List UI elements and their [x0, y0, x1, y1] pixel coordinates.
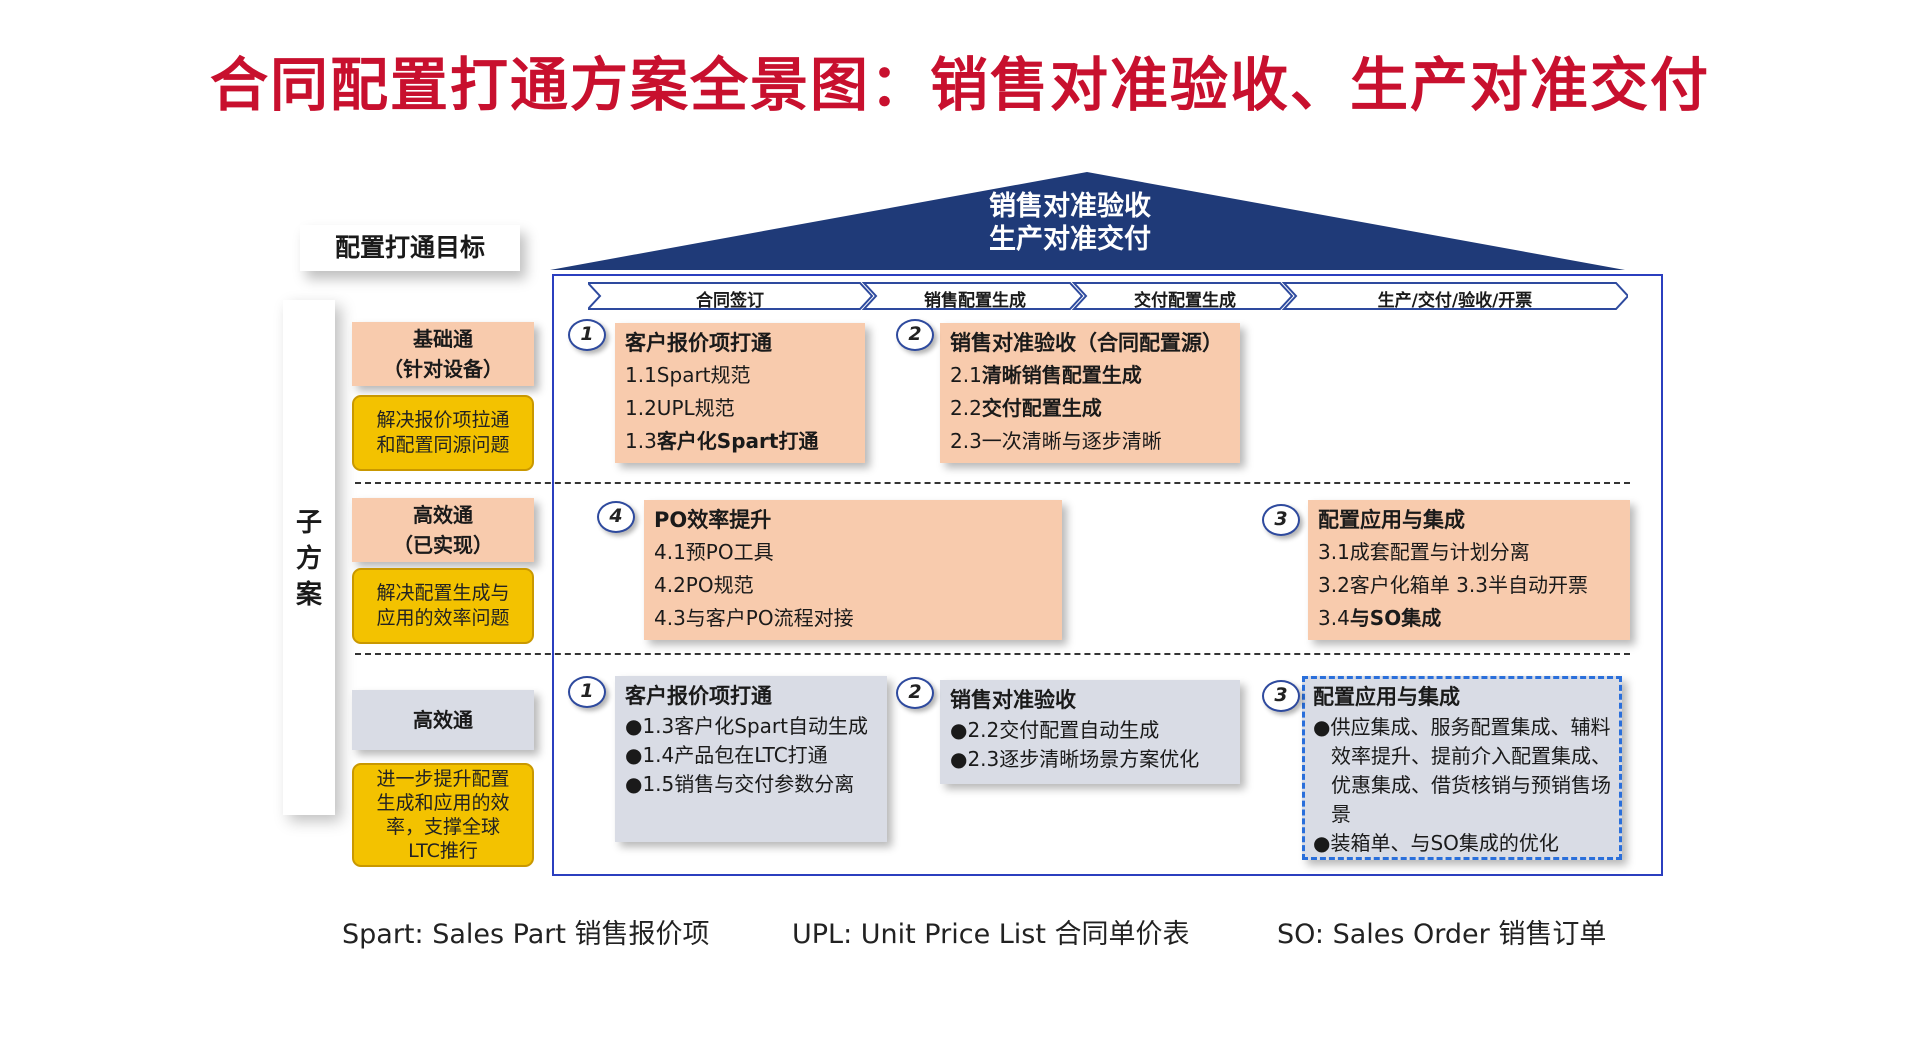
- card-title: 配置应用与集成: [1313, 685, 1460, 709]
- line-bold: 与SO集成: [1349, 606, 1442, 630]
- card-bullet: ●1.4产品包在LTC打通: [625, 743, 828, 767]
- goal-name-line: 高效通: [413, 708, 473, 732]
- footnote-so: SO: Sales Order 销售订单: [1277, 919, 1607, 950]
- goal-desc-line: 解决配置生成与: [376, 582, 510, 604]
- card-row3-quote-items: 客户报价项打通 ●1.3客户化Spart自动生成 ●1.4产品包在LTC打通 ●…: [615, 676, 887, 842]
- line-prefix: 2.2: [950, 396, 982, 420]
- roof-line-1: 销售对准验收: [989, 191, 1151, 222]
- goal-desc-line: LTC推行: [408, 840, 478, 862]
- footnote-upl: UPL: Unit Price List 合同单价表: [792, 919, 1190, 950]
- step-number-badge: 1: [568, 319, 606, 351]
- row-divider: [355, 482, 1630, 484]
- goal-desc-line: 和配置同源问题: [376, 434, 510, 456]
- side-label-char: 子: [295, 508, 322, 538]
- roof-text: 销售对准验收 生产对准交付: [880, 190, 1260, 256]
- card-bullet: ●供应集成、服务配置集成、辅料效率提升、提前介入配置集成、优惠集成、借货核销与预…: [1313, 715, 1611, 826]
- phase-chevrons: [588, 282, 1628, 310]
- goal-desc-line: 生成和应用的效: [376, 792, 510, 814]
- goal-row2-name: 高效通 （已实现）: [352, 498, 534, 562]
- card-row3-config-integration: 配置应用与集成 ●供应集成、服务配置集成、辅料效率提升、提前介入配置集成、优惠集…: [1302, 676, 1622, 860]
- card-line: 4.3与客户PO流程对接: [654, 606, 854, 630]
- card-title: 销售对准验收（合同配置源）: [950, 331, 1223, 355]
- card-line: 3.1成套配置与计划分离: [1318, 540, 1530, 564]
- side-strip: [283, 300, 335, 815]
- side-label-char: 案: [295, 580, 322, 610]
- card-bullet: ●装箱单、与SO集成的优化: [1313, 831, 1559, 855]
- card-line: 1.2UPL规范: [625, 396, 735, 420]
- card-line: 2.1清晰销售配置生成: [950, 359, 1230, 392]
- roof-line-2: 生产对准交付: [989, 224, 1151, 255]
- goal-name-line: （针对设备）: [383, 357, 503, 381]
- card-line: 4.2PO规范: [654, 573, 754, 597]
- card-row2-config-integration: 配置应用与集成 3.1成套配置与计划分离 3.2客户化箱单 3.3半自动开票 3…: [1308, 500, 1630, 640]
- side-label: 子 方 案: [283, 505, 335, 613]
- card-bullet: ●2.2交付配置自动生成: [950, 718, 1160, 742]
- card-line: 3.4与SO集成: [1318, 602, 1620, 635]
- goal-name-line: （已实现）: [393, 533, 493, 557]
- side-label-char: 方: [295, 544, 322, 574]
- line-prefix: 2.1: [950, 363, 982, 387]
- step-number-badge: 4: [597, 501, 635, 533]
- card-line: 4.1预PO工具: [654, 540, 774, 564]
- card-title: PO效率提升: [654, 508, 772, 532]
- card-row1-quote-items: 客户报价项打通 1.1Spart规范 1.2UPL规范 1.3客户化Spart打…: [615, 323, 865, 463]
- card-row3-sales-acceptance: 销售对准验收 ●2.2交付配置自动生成 ●2.3逐步清晰场景方案优化: [940, 680, 1240, 784]
- card-title: 客户报价项打通: [625, 331, 772, 355]
- roof-triangle: [550, 172, 1625, 270]
- phase-label: 生产/交付/验收/开票: [1377, 291, 1533, 311]
- card-line: 3.2客户化箱单 3.3半自动开票: [1318, 573, 1588, 597]
- phase-label: 销售配置生成: [924, 291, 1026, 311]
- goal-desc-line: 解决报价项拉通: [376, 409, 510, 431]
- goal-desc-line: 进一步提升配置: [376, 768, 510, 790]
- goal-row1-name: 基础通 （针对设备）: [352, 322, 534, 386]
- line-bold: 交付配置生成: [981, 396, 1102, 420]
- goal-row3-name: 高效通: [352, 690, 534, 750]
- goal-name-line: 高效通: [413, 503, 473, 527]
- step-number-badge: 2: [896, 677, 934, 709]
- card-title: 销售对准验收: [950, 688, 1076, 712]
- card-row1-sales-acceptance: 销售对准验收（合同配置源） 2.1清晰销售配置生成 2.2交付配置生成 2.3一…: [940, 323, 1240, 463]
- card-line: 2.2交付配置生成: [950, 392, 1230, 425]
- card-bullet: ●1.5销售与交付参数分离: [625, 772, 855, 796]
- phase-label: 合同签订: [696, 291, 764, 311]
- card-line: 1.1Spart规范: [625, 363, 751, 387]
- goal-row1-desc: 解决报价项拉通 和配置同源问题: [352, 395, 534, 471]
- goal-desc-line: 应用的效率问题: [376, 607, 510, 629]
- line-bold: 客户化Spart打通: [656, 429, 819, 453]
- phase-label: 交付配置生成: [1134, 291, 1236, 311]
- step-number-badge: 2: [896, 319, 934, 351]
- page-title: 合同配置打通方案全景图：销售对准验收、生产对准交付: [209, 51, 1710, 119]
- goal-row3-desc: 进一步提升配置 生成和应用的效 率，支撑全球 LTC推行: [352, 763, 534, 867]
- card-bullet: ●1.3客户化Spart自动生成: [625, 714, 868, 738]
- step-number-badge: 3: [1262, 504, 1300, 536]
- step-number-badge: 1: [568, 676, 606, 708]
- card-line: 2.3一次清晰与逐步清晰: [950, 429, 1162, 453]
- row-divider: [355, 653, 1630, 655]
- line-prefix: 1.3: [625, 429, 657, 453]
- goal-desc-line: 率，支撑全球: [385, 816, 500, 838]
- step-number-badge: 3: [1262, 680, 1300, 712]
- goal-name-line: 基础通: [413, 327, 473, 351]
- card-line: 1.3客户化Spart打通: [625, 425, 855, 458]
- card-row2-po-efficiency: PO效率提升 4.1预PO工具 4.2PO规范 4.3与客户PO流程对接: [644, 500, 1062, 640]
- line-prefix: 3.4: [1318, 606, 1350, 630]
- card-title: 配置应用与集成: [1318, 508, 1465, 532]
- goals-header: 配置打通目标: [300, 225, 520, 271]
- main-frame: [552, 274, 1663, 876]
- card-title: 客户报价项打通: [625, 684, 772, 708]
- line-bold: 清晰销售配置生成: [981, 363, 1142, 387]
- goal-row2-desc: 解决配置生成与 应用的效率问题: [352, 568, 534, 644]
- card-bullet: ●2.3逐步清晰场景方案优化: [950, 747, 1200, 771]
- footnote-spart: Spart: Sales Part 销售报价项: [342, 919, 710, 950]
